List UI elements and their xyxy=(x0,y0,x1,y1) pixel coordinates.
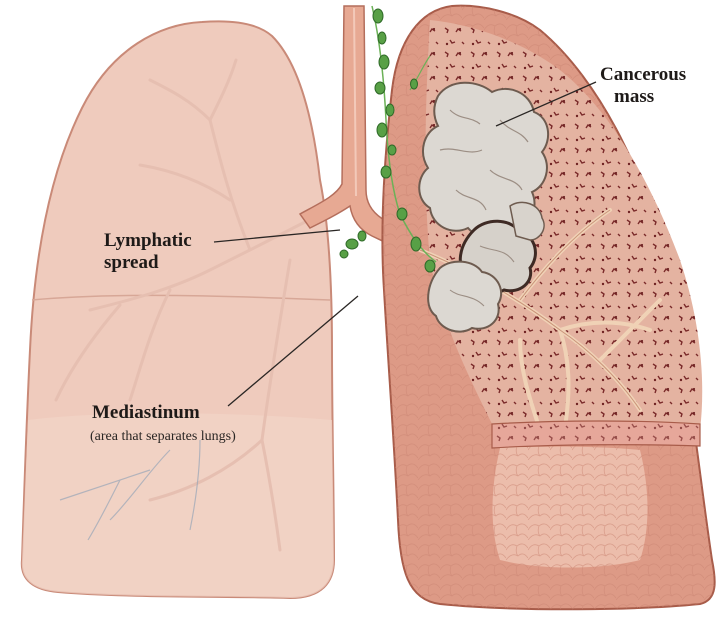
lymphatic-spread-label: Lymphatic spread xyxy=(104,230,192,274)
left-lung xyxy=(22,21,334,598)
mediastinum-note: (area that separates lungs) xyxy=(90,428,236,445)
cancerous-mass-label-line2: mass xyxy=(600,86,686,108)
cancerous-mass-label-line1: Cancerous xyxy=(600,64,686,86)
lymphatic-spread-label-line1: Lymphatic xyxy=(104,230,192,252)
mediastinum-label: Mediastinum xyxy=(92,402,200,424)
cancerous-mass-label: Cancerous mass xyxy=(600,64,686,108)
lymphatic-spread-label-line2: spread xyxy=(104,252,192,274)
